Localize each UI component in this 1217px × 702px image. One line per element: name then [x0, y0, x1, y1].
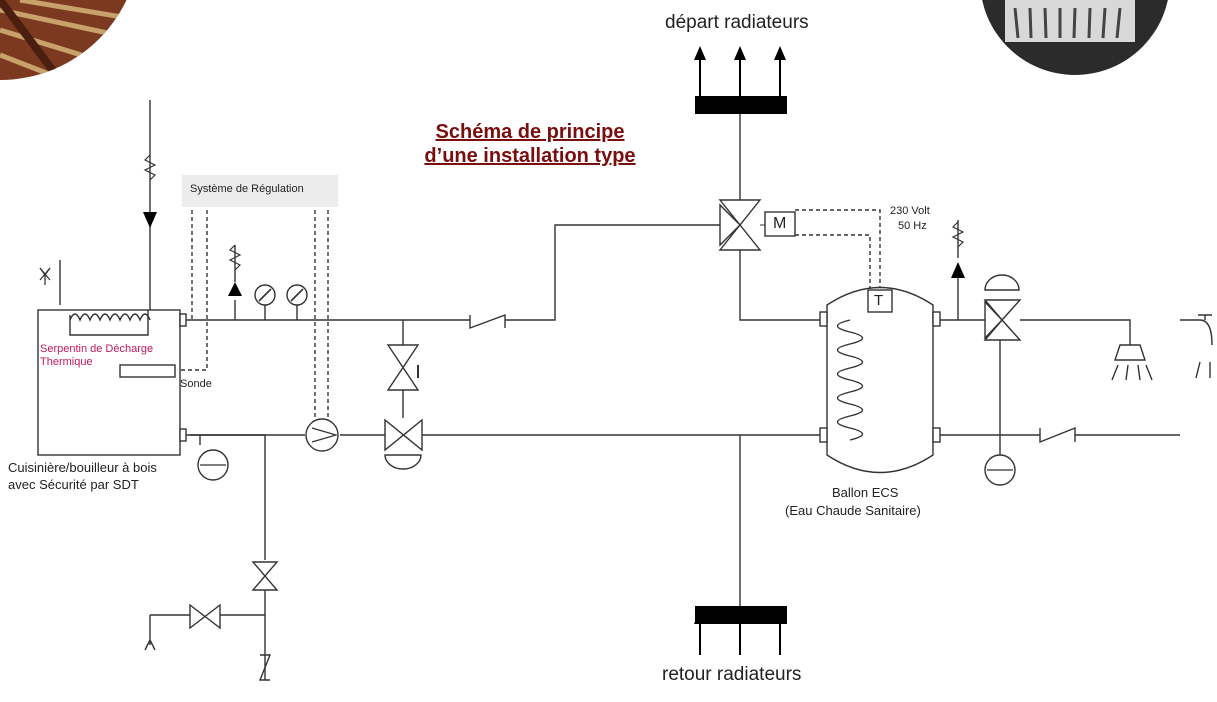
check-valve-icon [258, 313, 1076, 681]
ballon-label-2: (Eau Chaude Sanitaire) [785, 503, 921, 518]
regulation-label: Système de Régulation [190, 183, 304, 195]
wood-floor-photo [0, 0, 140, 80]
hot-pipe [185, 224, 722, 321]
cuisiniere-label-1: Cuisinière/bouilleur à bois [8, 460, 157, 475]
depart-label: départ radiateurs [665, 12, 809, 33]
voltage-label-2: 50 Hz [898, 220, 927, 232]
stove-boiler [37, 309, 187, 456]
pump-icon [305, 418, 339, 452]
stove-photo [980, 0, 1170, 75]
serpentin-label-2: Thermique [40, 356, 93, 368]
thermostat-label: T [874, 292, 884, 309]
ballon-ecs [819, 286, 941, 474]
valve-icon [189, 199, 1022, 630]
title-line-2: d’une installation type [424, 145, 636, 167]
voltage-label-1: 230 Volt [890, 205, 930, 217]
depart-manifold [695, 96, 787, 114]
sonde-label: Sonde [180, 378, 212, 390]
title-line-1: Schéma de principe [435, 121, 625, 143]
serpentin-label-1: Serpentin de Décharge [40, 343, 154, 355]
ballon-label-1: Ballon ECS [832, 485, 899, 500]
shower-icon [1114, 344, 1146, 361]
safety-valve-icon [228, 282, 242, 296]
diagram-title: Schéma de principe d’une installation ty… [340, 120, 720, 168]
down-arrow-icon [143, 212, 157, 228]
cuisiniere-label-2: avec Sécurité par SDT [8, 477, 139, 492]
motor-label: M [773, 215, 787, 232]
regulation-box [182, 175, 338, 207]
tap-icon [1180, 314, 1213, 346]
retour-label: retour radiateurs [662, 664, 802, 685]
